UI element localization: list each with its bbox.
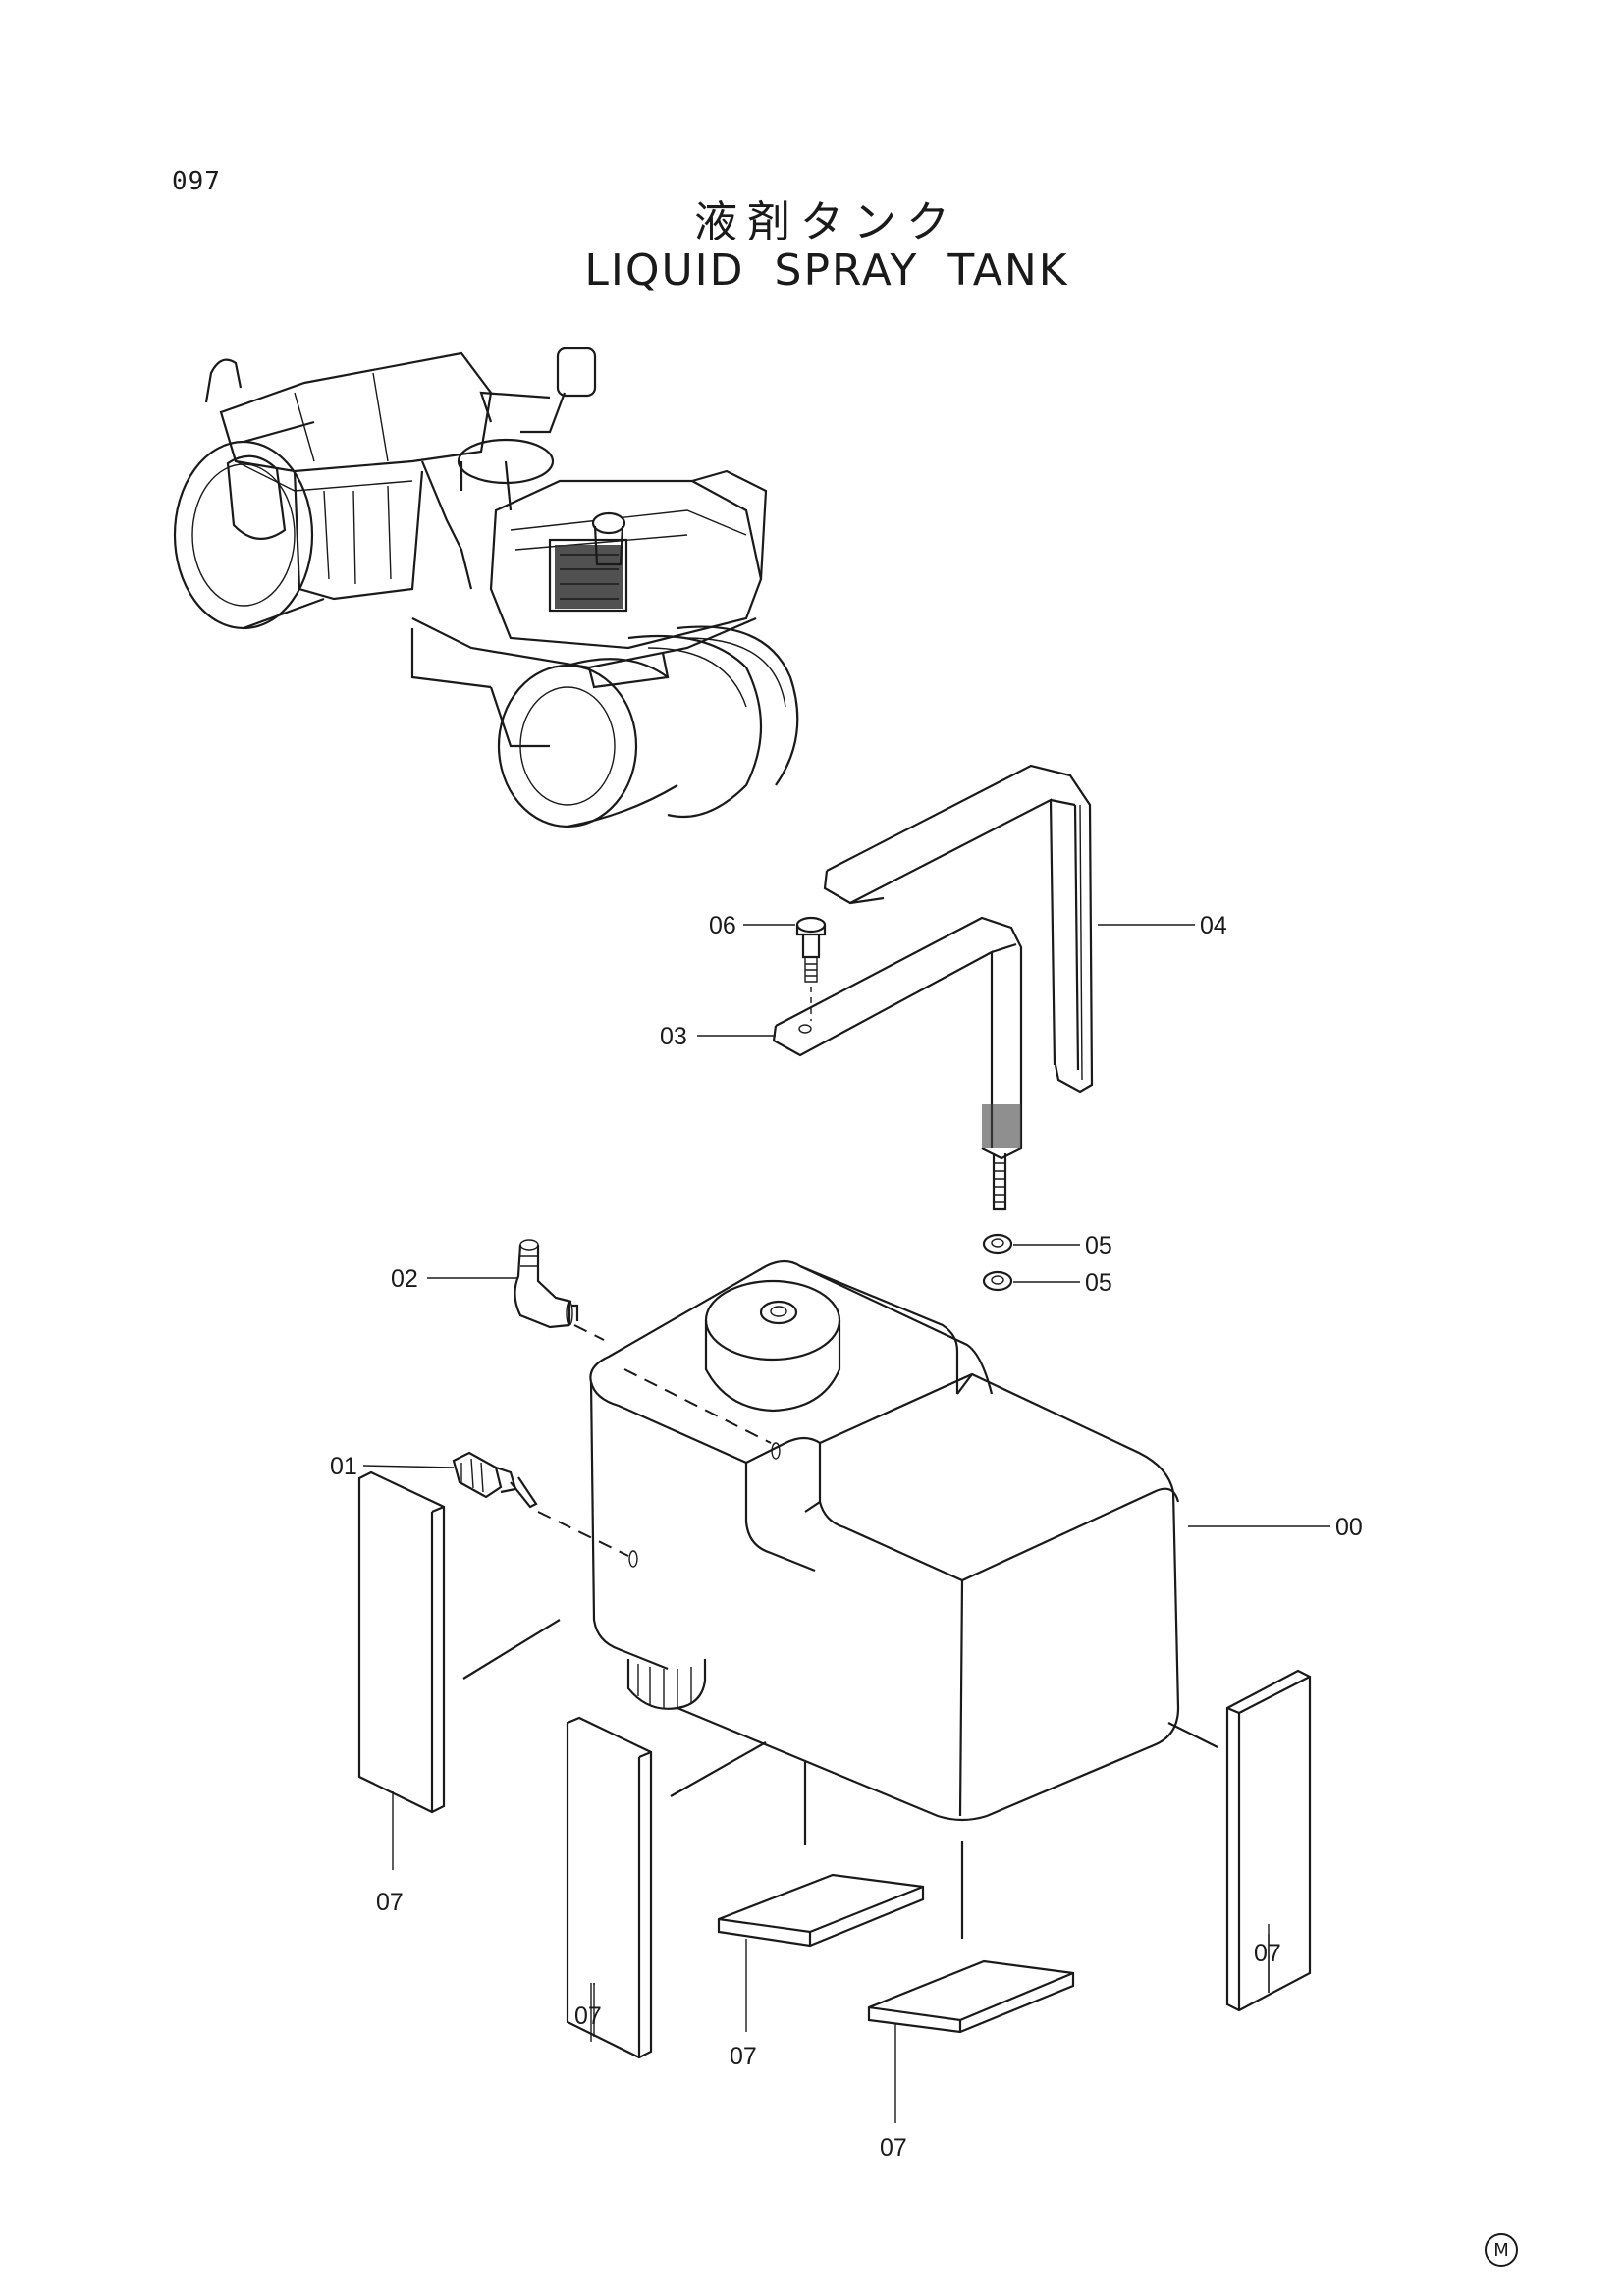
callout-07-e: 07 bbox=[1254, 1940, 1281, 1967]
part-07-pads bbox=[357, 1470, 1312, 2059]
callout-05-lower: 05 bbox=[1085, 1269, 1112, 1297]
callout-02: 02 bbox=[391, 1265, 418, 1293]
page-number: 097 bbox=[172, 167, 221, 196]
callout-07-c: 07 bbox=[730, 2043, 757, 2070]
callout-05-upper: 05 bbox=[1085, 1232, 1112, 1259]
callout-04: 04 bbox=[1200, 912, 1227, 939]
part-06-bolt bbox=[795, 916, 827, 1021]
part-00-tank bbox=[537, 1259, 1180, 1822]
machine-overview-illustration bbox=[173, 347, 799, 828]
manufacturer-mark: M bbox=[1485, 2233, 1518, 2267]
callout-07-d: 07 bbox=[880, 2134, 907, 2162]
title-japanese: 液剤タンク bbox=[694, 197, 959, 247]
callout-07-b: 07 bbox=[574, 2002, 602, 2030]
part-02-elbow-fitting bbox=[514, 1239, 579, 1329]
part-05-nuts bbox=[982, 1233, 1013, 1292]
callout-00: 00 bbox=[1335, 1514, 1363, 1541]
part-04-bracket bbox=[823, 764, 1094, 1094]
callout-06: 06 bbox=[709, 912, 736, 939]
callout-01: 01 bbox=[330, 1453, 357, 1480]
callout-03: 03 bbox=[660, 1023, 687, 1050]
part-01-straight-fitting bbox=[452, 1451, 538, 1509]
leader-lines bbox=[362, 924, 1330, 2123]
callout-07-a: 07 bbox=[376, 1889, 404, 1916]
title-english: LIQUID SPRAY TANK bbox=[584, 245, 1069, 295]
part-03-bracket bbox=[772, 916, 1023, 1211]
